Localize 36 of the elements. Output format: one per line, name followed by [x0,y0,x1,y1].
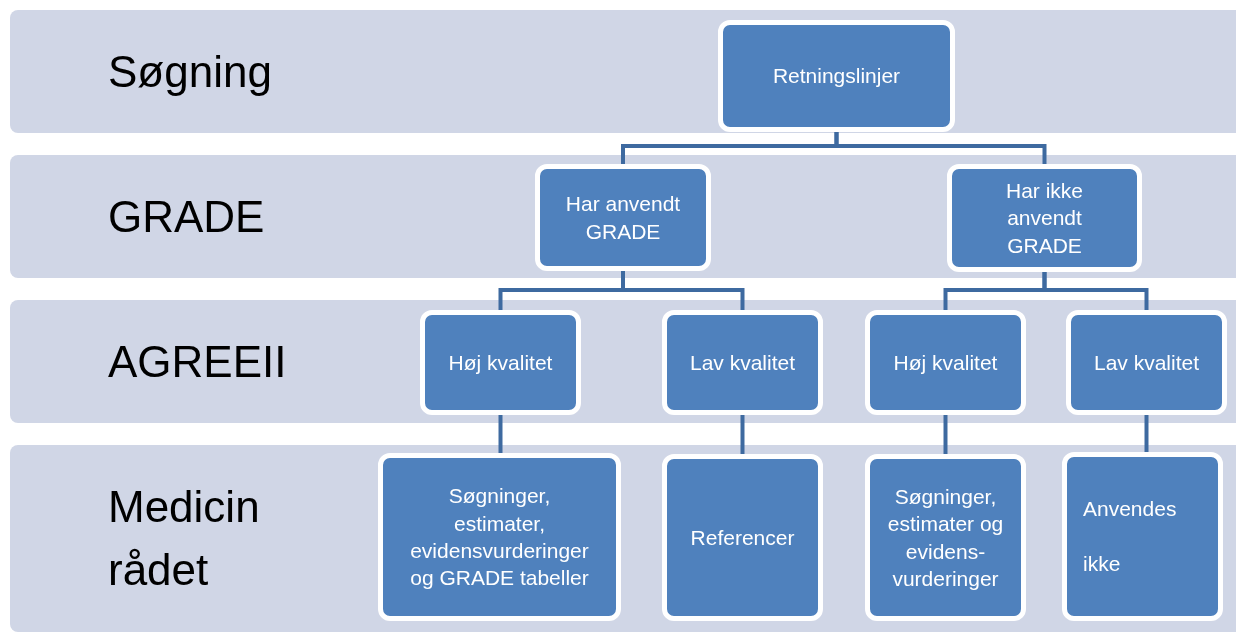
connector-line [740,412,745,457]
process-box [662,310,823,415]
connector-line [1042,269,1149,313]
process-box [718,20,955,132]
row-label: Søgning [108,45,273,98]
box-label: Høj kvalitet [893,349,998,376]
box-label: Referencer [690,524,795,551]
process-box [1062,452,1223,621]
box-label: Har ikke anvendt GRADE [1005,178,1084,259]
box-label: Retningslinjer [772,63,901,90]
row-label: AGREEII [108,335,288,388]
connector-line [498,412,503,456]
connector-line [1144,412,1149,455]
row-band [10,155,1236,278]
row-label: Medicin rådet [108,480,261,597]
row-band [10,445,1236,632]
row-band [10,10,1236,133]
box-label: Lav kvalitet [1093,349,1200,376]
row-band [10,300,1236,423]
connector-line [834,129,1047,167]
connector-line [943,412,948,457]
box-label: Søgninger, estimater og evidens- vurderinger [886,483,1005,592]
process-box [420,310,581,415]
process-box [947,164,1142,272]
box-label: Høj kvalitet [448,349,553,376]
process-box [1066,310,1227,415]
process-box [662,454,823,621]
row-label: GRADE [108,190,266,243]
process-box [865,310,1026,415]
box-label: Lav kvalitet [689,349,796,376]
box-label: Anvendes ikke [1083,495,1178,577]
box-label: Søgninger, estimater, evidensvurderinger og GRADE tabeller [409,483,590,592]
process-box [378,453,621,621]
process-box [865,454,1026,621]
process-box [535,164,711,271]
box-label: Har anvendt GRADE [564,191,682,245]
